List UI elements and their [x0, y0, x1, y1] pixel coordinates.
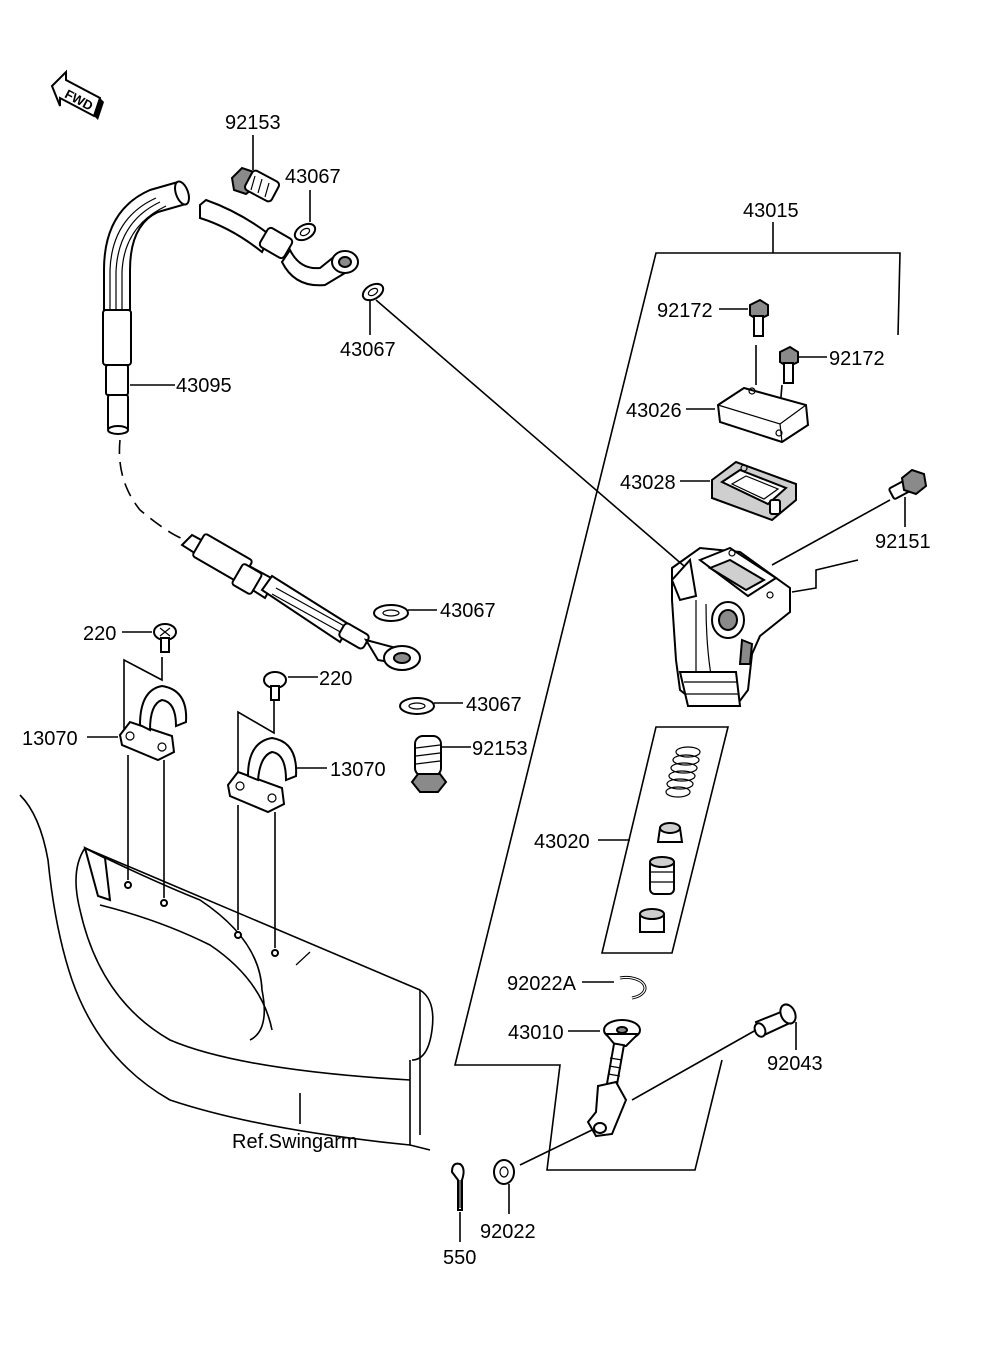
- label-92151: 92151: [875, 531, 931, 553]
- master-cylinder-body: [670, 546, 791, 707]
- banjo-bolt-bottom: [410, 735, 448, 793]
- crush-washer-top: [293, 222, 317, 242]
- assembly-43015-frame: [453, 252, 901, 1171]
- screw-220-left: [153, 623, 177, 653]
- label-43026: 43026: [626, 400, 682, 422]
- label-43020: 43020: [534, 831, 590, 853]
- clevis-pin: [753, 1003, 797, 1038]
- cap-screw-left: [749, 298, 769, 337]
- label-13070-a: 13070: [22, 728, 78, 750]
- cotter-pin: [450, 1162, 465, 1211]
- circlip: [619, 975, 647, 1000]
- brake-hose: [102, 180, 421, 671]
- crush-washer-middle: [373, 604, 409, 622]
- banjo-bolt-top: [230, 166, 280, 203]
- label-92022: 92022: [480, 1221, 536, 1243]
- label-ref-swingarm: Ref.Swingarm: [232, 1131, 358, 1153]
- label-92172-b: 92172: [829, 348, 885, 370]
- label-220-b: 220: [319, 668, 352, 690]
- label-43010: 43010: [508, 1022, 564, 1044]
- fwd-arrow-icon: FWD: [50, 69, 104, 120]
- piston-kit-frame: [600, 726, 730, 954]
- label-43028: 43028: [620, 472, 676, 494]
- fwd-label: FWD: [62, 86, 95, 113]
- label-43067-a: 43067: [285, 166, 341, 188]
- hose-clamp-right: [226, 736, 298, 814]
- washer-92022: [493, 1159, 515, 1185]
- secondary-cup: [639, 908, 665, 933]
- piston: [649, 856, 675, 895]
- label-43067-c: 43067: [440, 600, 496, 622]
- crush-washer-second: [361, 282, 385, 302]
- label-43067-d: 43067: [466, 694, 522, 716]
- swingarm-outline: [19, 794, 434, 1151]
- mounting-bolt-92151: [888, 468, 928, 500]
- label-92043: 92043: [767, 1053, 823, 1075]
- label-43067-b: 43067: [340, 339, 396, 361]
- cap-screw-right: [779, 345, 799, 384]
- screw-220-right: [263, 671, 287, 701]
- label-43015: 43015: [743, 200, 799, 222]
- label-13070-b: 13070: [330, 759, 386, 781]
- label-92172-a: 92172: [657, 300, 713, 322]
- label-43095: 43095: [176, 375, 232, 397]
- piston-spring: [665, 746, 701, 798]
- reservoir-diaphragm: [711, 460, 797, 522]
- label-92153-top: 92153: [225, 112, 281, 134]
- label-220-a: 220: [83, 623, 116, 645]
- reservoir-cap: [716, 386, 810, 444]
- label-92153-bottom: 92153: [472, 738, 528, 760]
- label-550: 550: [443, 1247, 476, 1269]
- primary-cup: [656, 822, 684, 843]
- hose-clamp-left: [118, 684, 188, 762]
- label-92022A: 92022A: [507, 973, 577, 995]
- crush-washer-lower: [399, 697, 435, 715]
- pushrod: [586, 1019, 641, 1138]
